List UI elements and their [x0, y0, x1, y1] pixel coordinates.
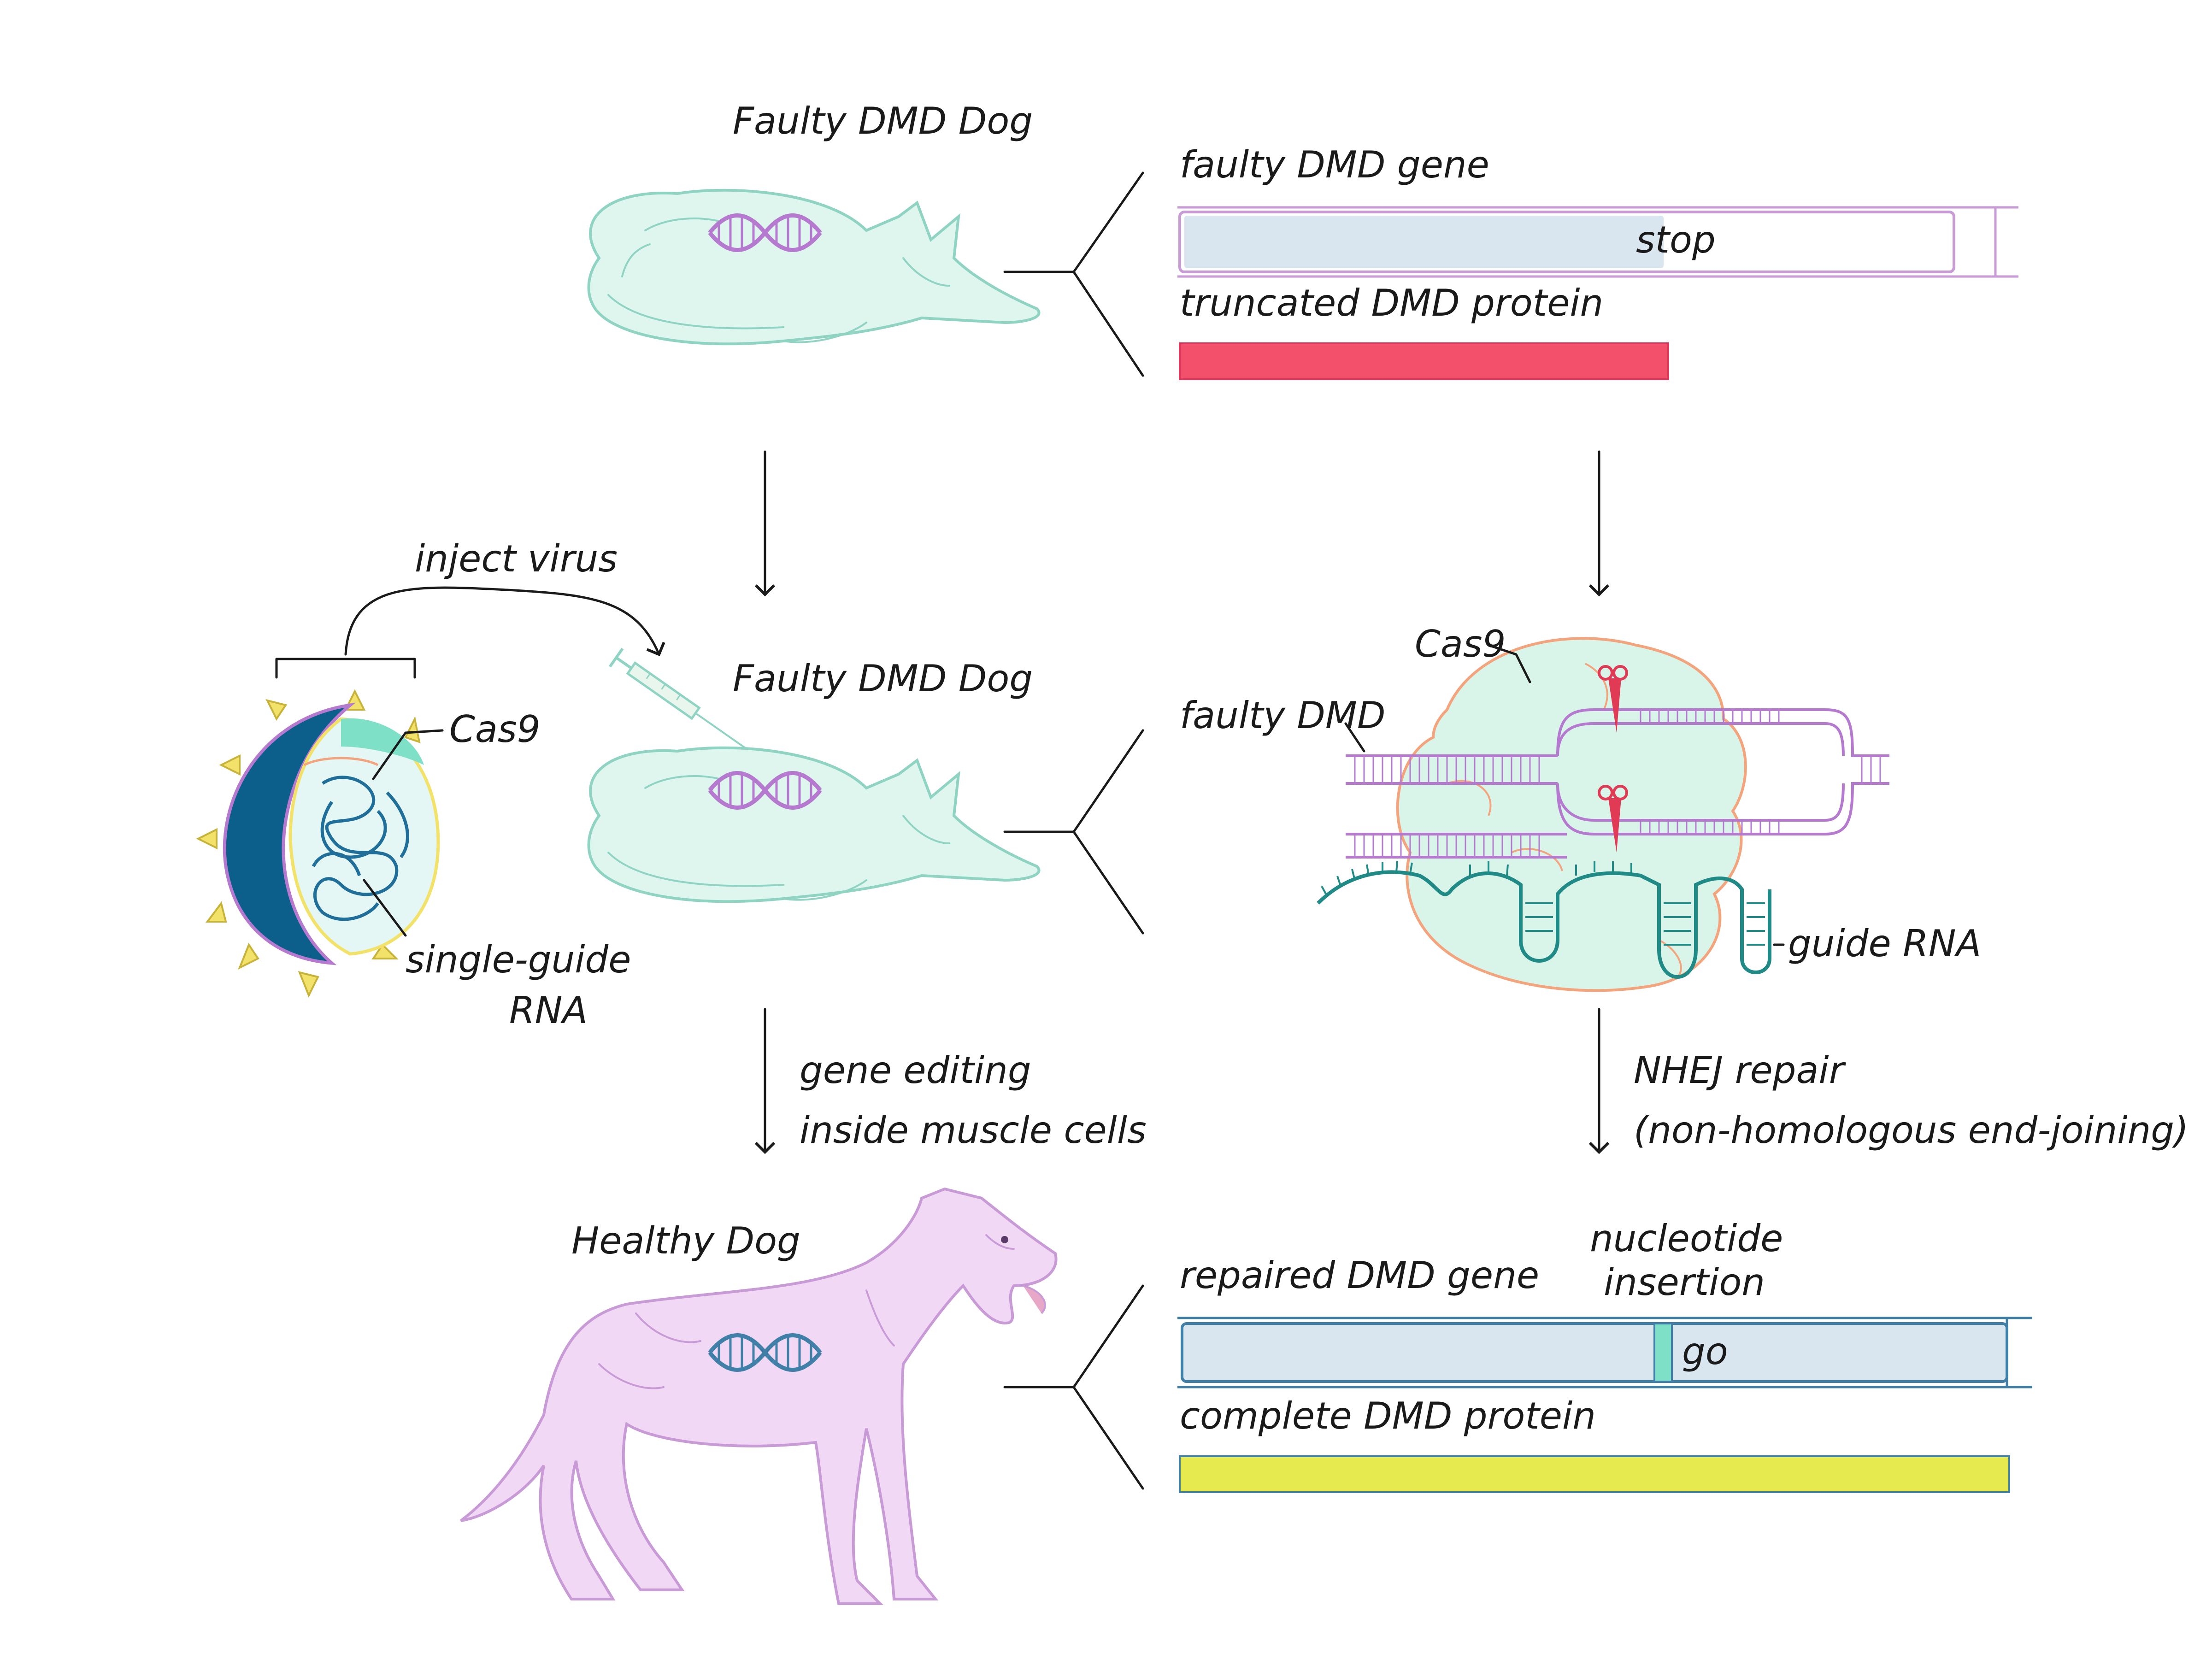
- bracket-bottom: [1003, 1284, 1144, 1490]
- faulty-dog-lying-mid: [587, 746, 1041, 903]
- sgrna-leader: [363, 879, 407, 937]
- bracket-mid: [1003, 729, 1144, 935]
- virus-bracket: [275, 658, 416, 679]
- scissors-icon: [1598, 785, 1628, 853]
- repaired-gene-bar: [1177, 1317, 2032, 1388]
- nhej-label-2: (non-homologous end-joining): [1634, 1109, 2188, 1152]
- go-codon-label: go: [1682, 1330, 1728, 1373]
- nhej-label-1: NHEJ repair: [1634, 1049, 1847, 1092]
- faulty-gene-bar: [1177, 206, 2018, 278]
- cas9-virus-label: Cas9: [449, 708, 540, 751]
- faulty-dog-lying-top: [587, 188, 1041, 346]
- truncated-protein-label: truncated DMD protein: [1180, 282, 1603, 324]
- insertion-label-2: insertion: [1604, 1261, 1765, 1304]
- truncated-protein-bar: [1179, 342, 1669, 380]
- dna-icon: [708, 1333, 822, 1372]
- bracket-top: [1003, 171, 1144, 377]
- complete-protein-bar: [1179, 1455, 2010, 1493]
- faulty-dog-title-mid: Faulty DMD Dog: [733, 657, 1033, 700]
- dog-icon: [460, 1187, 1058, 1605]
- healthy-dog-standing: [460, 1187, 1058, 1605]
- faulty-dmd-leader: [1344, 722, 1365, 753]
- insertion-label-1: nucleotide: [1590, 1217, 1783, 1260]
- cas9-complex-leader: [1487, 644, 1531, 683]
- guide-rna: [1317, 870, 1771, 979]
- dna-rungs: [1354, 710, 1881, 857]
- faulty-gene-label: faulty DMD gene: [1180, 143, 1489, 186]
- guide-rna-teeth: [1321, 861, 1765, 946]
- repaired-gene-label: repaired DMD gene: [1180, 1254, 1539, 1297]
- dog-icon: [587, 746, 1041, 903]
- faulty-dmd-label: faulty DMD: [1180, 694, 1385, 737]
- single-guide-label-2: RNA: [509, 989, 588, 1032]
- faulty-dog-title-top: Faulty DMD Dog: [733, 100, 1033, 142]
- stop-codon-label: stop: [1636, 218, 1716, 261]
- scissors-icon: [1598, 665, 1628, 733]
- guide-rna-label: guide RNA: [1788, 922, 1981, 965]
- nucleotide-insertion: [1653, 1323, 1673, 1382]
- dog-icon: [587, 188, 1041, 346]
- cas9-complex-label: Cas9: [1415, 623, 1506, 665]
- dna-icon: [708, 213, 822, 252]
- gene-editing-label-2: inside muscle cells: [800, 1109, 1147, 1152]
- virus-icon: [196, 689, 440, 998]
- complete-protein-label: complete DMD protein: [1180, 1394, 1596, 1437]
- single-guide-label-1: single-guide: [406, 938, 631, 981]
- healthy-dog-title: Healthy Dog: [571, 1219, 800, 1262]
- gene-editing-label-1: gene editing: [800, 1049, 1031, 1092]
- inject-virus-label: inject virus: [415, 537, 618, 580]
- dna-icon: [708, 771, 822, 810]
- inject-arrow: [344, 586, 665, 656]
- cas9-virus-leader: [372, 729, 444, 780]
